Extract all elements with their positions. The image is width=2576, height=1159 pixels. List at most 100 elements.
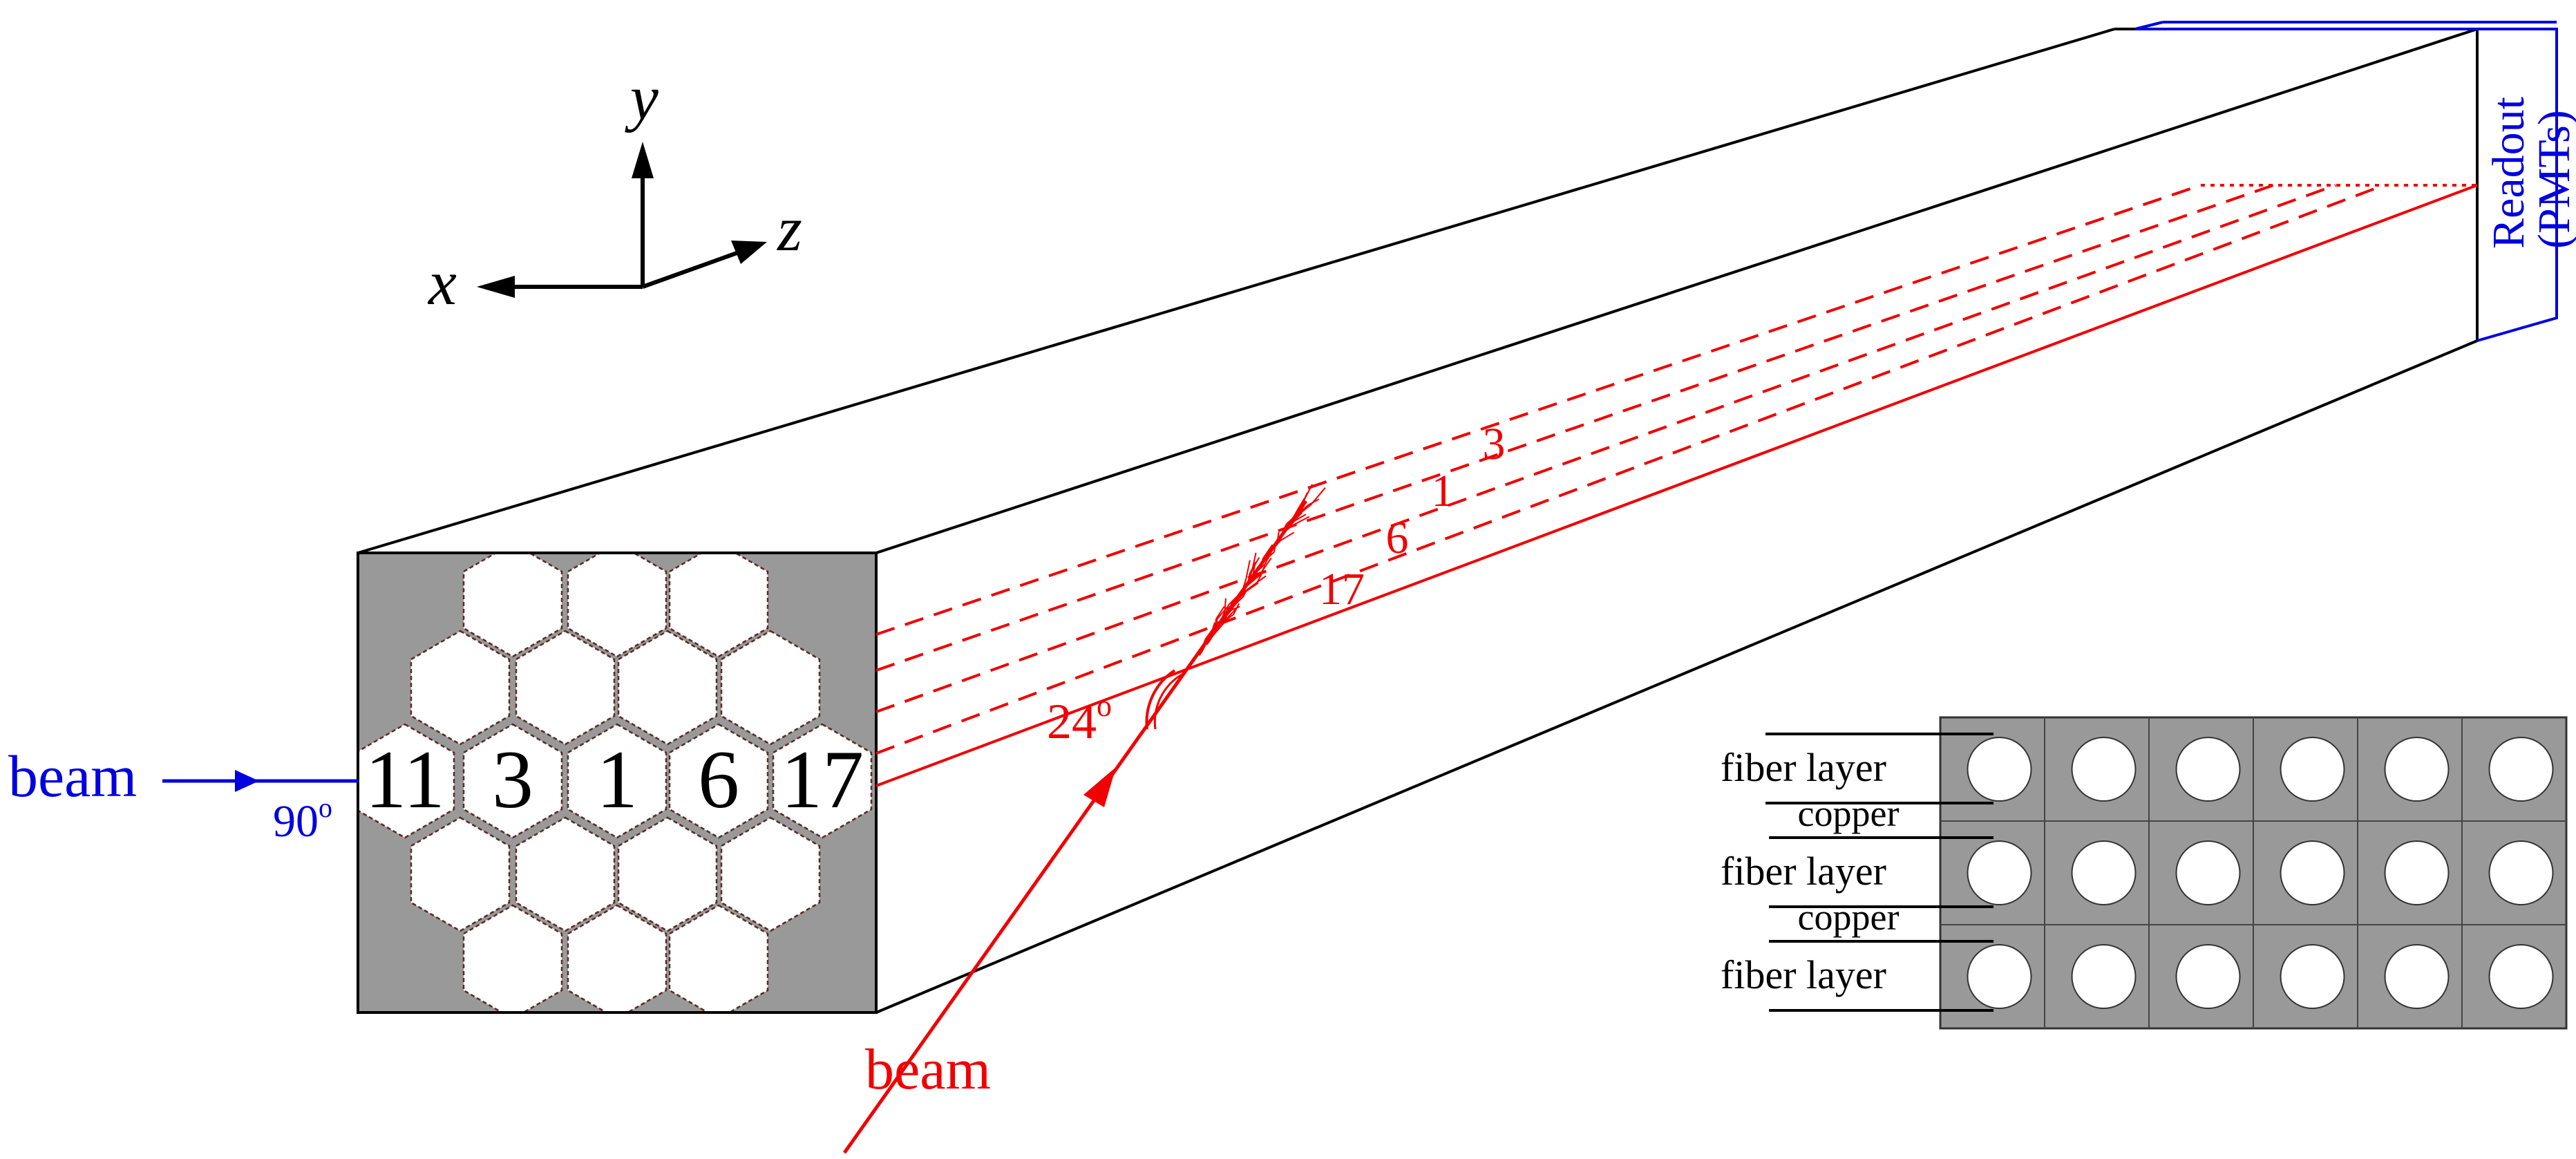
tower-label-1: 1: [1432, 466, 1455, 516]
inset-fiber-2-1: [2071, 944, 2137, 1009]
axis-triad: [477, 142, 767, 298]
tower-label-6: 6: [1386, 513, 1409, 563]
box-top-left-edge: [357, 28, 2115, 554]
layer-inset: [1765, 716, 2568, 1030]
tower-label-17: 17: [1319, 564, 1365, 614]
shower-track-43: [1236, 582, 1259, 601]
tower-number-6: 6: [698, 733, 739, 825]
fiber-hex-1-0: [410, 630, 511, 746]
fiber-hex-4-1: [567, 904, 667, 1011]
inset-fiber-1-2: [2175, 840, 2241, 905]
inset-label-copper-1: copper: [1798, 793, 1900, 834]
fiber-hex-1-2: [617, 630, 718, 746]
readout-label-line2: (PMTs): [2529, 110, 2576, 249]
inclined-beam-arrowhead: [1083, 767, 1116, 807]
inset-fiber-1-5: [2488, 840, 2554, 905]
tower-label-3: 3: [1483, 419, 1506, 469]
perp-degree-sign: o: [319, 792, 332, 823]
fiber-hex-4-0: [462, 904, 563, 1011]
tower-line-17a: [875, 184, 2385, 755]
inset-fiber-0-1: [2071, 737, 2137, 802]
fiber-hex-2-4: [772, 723, 873, 839]
fiber-hex-0-1: [567, 554, 667, 658]
shower-track-33: [1247, 557, 1272, 587]
fiber-hex-0-0: [462, 554, 563, 658]
inset-fiber-2-5: [2488, 944, 2554, 1009]
angle-arc-24: [1145, 669, 1176, 730]
tower-line-3: [875, 184, 2201, 636]
inset-fiber-0-4: [2384, 737, 2450, 802]
shower-track-14: [1270, 531, 1280, 552]
tower-number-11: 11: [365, 733, 445, 825]
readout-top-edge: [2134, 21, 2163, 30]
inset-fiber-0-2: [2175, 737, 2241, 802]
readout-box: [2134, 21, 2558, 342]
inset-fiber-1-1: [2071, 840, 2137, 905]
fiber-hex-1-3: [720, 630, 821, 746]
shower-track-21: [1213, 606, 1231, 635]
inset-fiber-0-3: [2280, 737, 2345, 802]
fiber-hex-0-2: [668, 554, 769, 658]
perp-angle-value: 90: [273, 796, 319, 847]
inset-label-fiber-3: fiber layer: [1721, 952, 1886, 997]
tower-line-17: [875, 184, 2478, 787]
inclined-angle-value: 24: [1047, 694, 1097, 749]
angle-arc-24-inner: [1153, 672, 1184, 730]
fiber-hex-2-0: [359, 723, 455, 839]
perpendicular-beam: [162, 770, 358, 792]
inset-fiber-0-0: [1967, 737, 2032, 802]
z-arrowhead: [731, 241, 767, 264]
inset-fiber-2-3: [2280, 944, 2345, 1009]
fiber-hex-4-2: [668, 904, 769, 1011]
readout-outline: [2135, 28, 2558, 342]
shower-track-45: [1222, 596, 1238, 621]
perp-beam-arrowhead: [235, 770, 259, 792]
x-axis-label: x: [427, 247, 457, 318]
shower-track-30: [1206, 626, 1218, 646]
shower-track-29: [1260, 544, 1273, 567]
front-face: [357, 552, 878, 1014]
z-axis-label: z: [776, 194, 802, 264]
inclined-beam-angle: 24o: [1047, 689, 1112, 749]
shower-track-36: [1240, 560, 1251, 594]
box-top-right-edge: [875, 28, 2478, 554]
box-bottom-edge: [875, 339, 2478, 1014]
tower-number-17: 17: [781, 733, 864, 825]
inset-fiber-2-0: [1967, 944, 2032, 1009]
fiber-hex-3-1: [515, 816, 616, 932]
particle-shower: [1199, 484, 1326, 656]
inset-fiber-2-2: [2175, 944, 2241, 1009]
honeycomb-fibers: [359, 554, 873, 1011]
z-axis-arrow: [641, 249, 744, 289]
fiber-hex-2-1: [462, 723, 563, 839]
honeycomb-cells: [359, 554, 873, 1011]
shower-track-41: [1248, 561, 1257, 584]
shower-track-39: [1294, 498, 1320, 517]
inset-fiber-1-4: [2384, 840, 2450, 905]
fiber-hex-3-2: [617, 816, 718, 932]
tower-line-1: [875, 184, 2274, 672]
perp-beam-angle: 90o: [273, 792, 332, 847]
shower-track-44: [1285, 513, 1307, 531]
shower-track-38: [1283, 516, 1310, 532]
inset-fiber-1-3: [2280, 840, 2345, 905]
shower-track-37: [1235, 570, 1258, 602]
inset-fiber-1-0: [1967, 840, 2032, 905]
x-arrowhead: [477, 276, 515, 298]
y-axis-label: y: [625, 62, 659, 133]
shower-track-27: [1209, 618, 1224, 641]
shower-track-42: [1220, 603, 1240, 625]
fiber-hex-3-3: [720, 816, 821, 932]
tower-line-6: [875, 184, 2336, 713]
inset-label-fiber-1: fiber layer: [1721, 745, 1886, 790]
shower-track-15: [1291, 487, 1326, 520]
tower-lines: [875, 184, 2478, 787]
perp-beam-label: beam: [8, 743, 137, 809]
tower-number-1: 1: [596, 733, 638, 825]
fiber-hex-2-3: [668, 723, 769, 839]
fiber-hex-2-2: [567, 723, 667, 839]
fiber-hex-3-0: [410, 816, 511, 932]
tower-number-3: 3: [492, 733, 533, 825]
